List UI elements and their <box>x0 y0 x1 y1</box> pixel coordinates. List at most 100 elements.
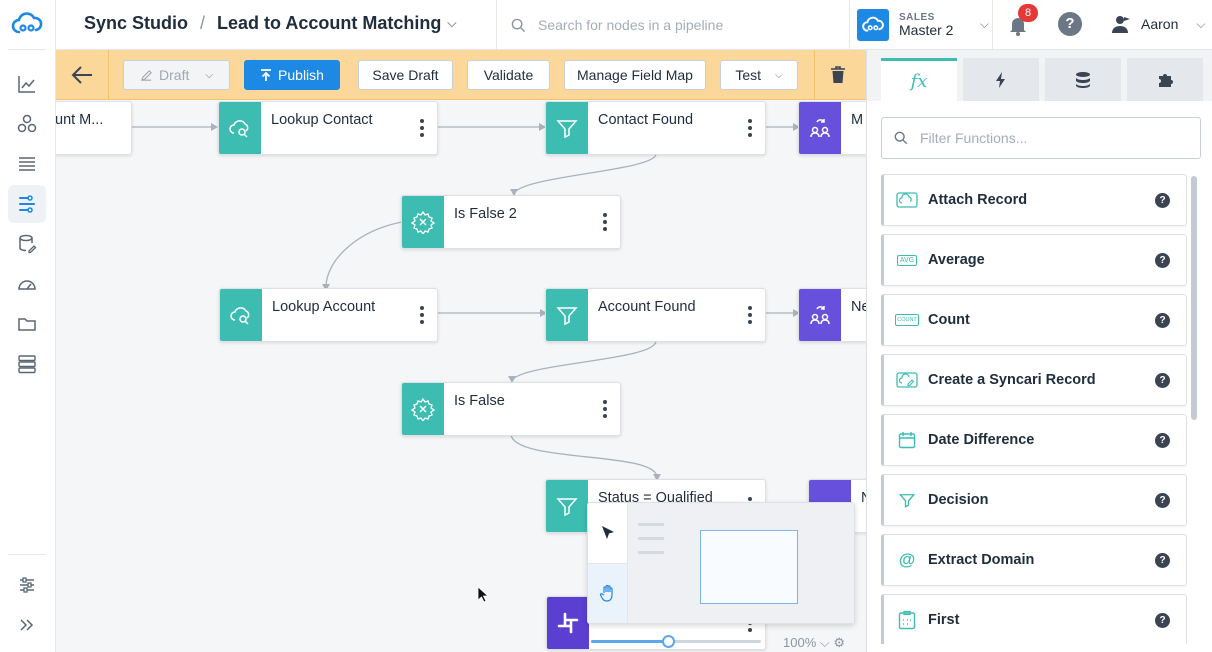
functions-scrollbar[interactable] <box>1191 176 1197 420</box>
pipeline-name[interactable]: Lead to Account Matching <box>217 13 442 33</box>
calendar-icon <box>896 430 918 450</box>
draft-dropdown[interactable]: Draft ⌵ <box>123 60 230 90</box>
arrowhead <box>508 376 516 383</box>
chart-icon <box>18 76 35 93</box>
pipeline-canvas[interactable]: unt M... Lookup Contact Contact Found M … <box>56 101 866 652</box>
environment-switcher[interactable]: SALES Master 2 ⌵ <box>857 5 989 45</box>
back-arrow-icon[interactable] <box>70 64 94 86</box>
minimap-viewport-frame[interactable] <box>700 530 798 604</box>
zoom-level[interactable]: 100% ⌵ ⚙ <box>783 635 845 651</box>
functions-list: Attach Record ? AVG Average ? COUNT Coun… <box>881 174 1187 644</box>
rail-entities-button[interactable] <box>8 105 46 143</box>
function-label: Date Difference <box>928 432 1035 448</box>
validate-button[interactable]: Validate <box>467 60 550 90</box>
help-icon[interactable]: ? <box>1155 612 1170 628</box>
rail-dashboard-button[interactable] <box>8 65 46 103</box>
function-item[interactable]: Attach Record ? <box>881 174 1187 226</box>
function-label: Attach Record <box>928 192 1028 208</box>
zoom-slider[interactable] <box>591 631 831 651</box>
tab-data[interactable] <box>1045 58 1121 101</box>
pipeline-node[interactable]: unt M... <box>56 101 132 155</box>
lightning-icon <box>996 71 1005 88</box>
pipeline-node[interactable]: Account Found <box>545 288 766 342</box>
app-title[interactable]: Sync Studio <box>84 13 189 33</box>
bell-icon[interactable] <box>1006 13 1030 37</box>
pipeline-node[interactable]: Ne <box>798 288 866 342</box>
publish-button[interactable]: Publish <box>244 60 340 90</box>
tab-functions[interactable]: fx <box>881 58 957 101</box>
rail-expand-button[interactable] <box>8 606 46 644</box>
pipeline-node[interactable]: Lookup Contact <box>218 101 438 155</box>
notification-badge: 8 <box>1018 4 1038 22</box>
rail-monitor-button[interactable] <box>8 265 46 303</box>
edge <box>325 221 403 288</box>
double-chevron-right-icon <box>20 619 34 631</box>
node-label: N <box>851 480 866 532</box>
function-item[interactable]: Decision ? <box>881 474 1187 526</box>
pipeline-node[interactable]: Is False <box>401 382 621 436</box>
pipeline-node[interactable]: M <box>798 101 866 155</box>
node-menu-icon[interactable] <box>735 289 765 341</box>
manage-field-map-button[interactable]: Manage Field Map <box>564 60 706 90</box>
node-menu-icon[interactable] <box>407 289 437 341</box>
tab-plugins[interactable] <box>1127 58 1203 101</box>
function-item[interactable]: Create a Syncari Record ? <box>881 354 1187 406</box>
user-menu[interactable]: Aaron ⌵ <box>1111 14 1205 34</box>
save-draft-button[interactable]: Save Draft <box>358 60 453 90</box>
syncari-logo-icon[interactable] <box>10 10 44 38</box>
chevron-down-icon: ⌵ <box>819 635 830 650</box>
user-name: Aaron <box>1141 16 1179 32</box>
rail-data-button[interactable] <box>8 225 46 263</box>
zoom-slider-handle[interactable] <box>662 635 675 648</box>
node-search <box>496 0 850 50</box>
help-icon[interactable]: ? <box>1155 192 1170 208</box>
rail-storage-button[interactable] <box>8 345 46 383</box>
pipeline-node[interactable]: Contact Found <box>545 101 766 155</box>
select-tool-button[interactable] <box>588 503 627 563</box>
rail-folder-button[interactable] <box>8 305 46 343</box>
pan-tool-button[interactable] <box>588 562 627 623</box>
function-item[interactable]: @ Extract Domain ? <box>881 534 1187 586</box>
cloud-search-icon <box>220 289 262 341</box>
node-search-input[interactable] <box>538 17 818 33</box>
chevron-down-icon[interactable]: ⌵ <box>447 16 457 30</box>
function-item[interactable]: Date Difference ? <box>881 414 1187 466</box>
pipeline-node[interactable]: Lookup Account <box>219 288 438 342</box>
help-icon[interactable]: ? <box>1155 252 1170 268</box>
folder-icon <box>18 318 36 331</box>
search-icon <box>894 131 908 145</box>
help-icon[interactable]: ? <box>1058 12 1082 36</box>
chevron-down-icon: ⌵ <box>205 69 213 81</box>
pipeline-node[interactable]: Is False 2 <box>401 195 621 249</box>
function-item[interactable]: AVG Average ? <box>881 234 1187 286</box>
help-icon[interactable]: ? <box>1155 312 1170 328</box>
test-dropdown[interactable]: Test ⌵ <box>720 60 798 90</box>
trash-icon[interactable] <box>830 66 846 84</box>
chevron-down-icon: ⌵ <box>775 69 783 81</box>
filter-functions-input[interactable] <box>920 130 1180 146</box>
pipeline-icon <box>19 195 35 213</box>
node-label: Lookup Account <box>272 299 376 315</box>
rail-settings-button[interactable] <box>8 566 46 604</box>
node-menu-icon[interactable] <box>590 383 620 435</box>
help-icon[interactable]: ? <box>1155 432 1170 448</box>
tab-actions[interactable] <box>963 58 1039 101</box>
help-icon[interactable]: ? <box>1155 492 1170 508</box>
function-item[interactable]: First ? <box>881 594 1187 644</box>
gear-icon[interactable]: ⚙ <box>833 635 846 650</box>
hand-icon <box>599 585 613 602</box>
test-label: Test <box>735 67 762 83</box>
minimap-view[interactable] <box>628 503 854 623</box>
avatar <box>1112 16 1130 33</box>
minimap[interactable] <box>587 502 855 624</box>
function-item[interactable]: COUNT Count ? <box>881 294 1187 346</box>
arrowhead <box>322 284 330 291</box>
node-menu-icon[interactable] <box>590 196 620 248</box>
help-icon[interactable]: ? <box>1155 552 1170 568</box>
rail-list-button[interactable] <box>8 145 46 183</box>
function-label: Average <box>928 252 985 268</box>
node-menu-icon[interactable] <box>407 102 437 154</box>
rail-pipelines-button[interactable] <box>8 185 46 223</box>
help-icon[interactable]: ? <box>1155 372 1170 388</box>
node-menu-icon[interactable] <box>735 102 765 154</box>
